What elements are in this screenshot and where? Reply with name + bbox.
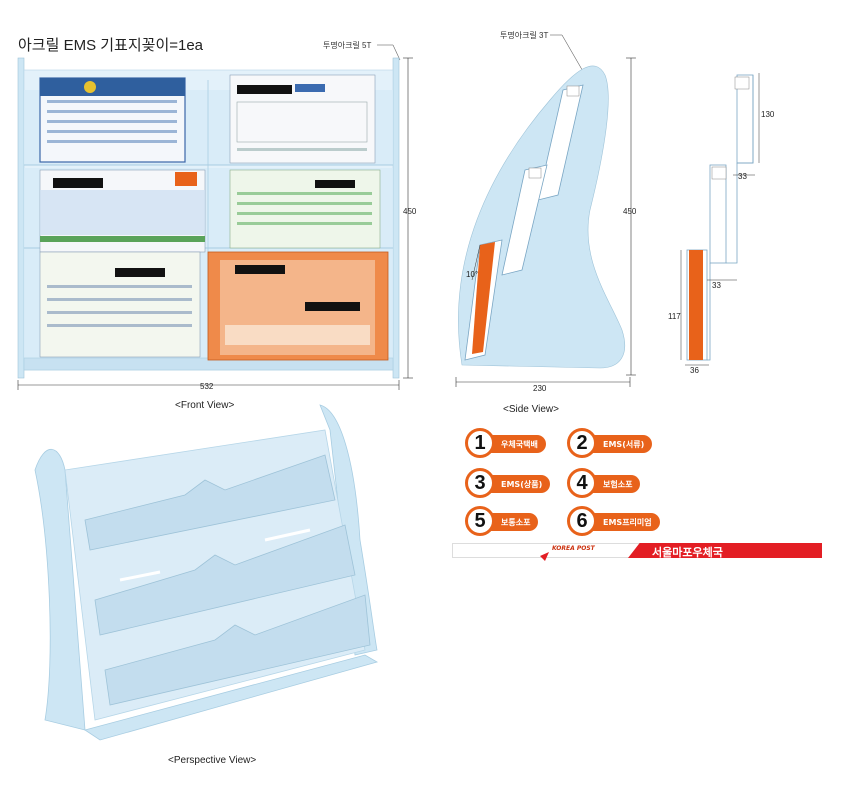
legend-pill: EMS프리미엄 [579, 513, 660, 531]
legend-label: EMS(서류) [603, 439, 645, 449]
form-ems-goods [39, 169, 206, 253]
front-view-drawing [17, 44, 413, 390]
legend-pill: EMS(서류) [579, 435, 653, 453]
front-material-note: 투명아크릴 5T [323, 41, 372, 50]
form-insurance [39, 77, 186, 163]
detail-dim-33-mid: 33 [712, 281, 721, 290]
korea-post-logo-text: KOREA POST [552, 545, 595, 552]
legend-item-2: EMS(서류) 2 [567, 428, 653, 458]
legend-label: 우체국택배 [501, 439, 538, 449]
legend-label: 보통소포 [501, 517, 531, 527]
side-height-dim: 450 [623, 207, 637, 216]
form-ems-document [229, 74, 376, 164]
legend-number: 4 [567, 468, 597, 498]
legend-item-5: 보통소포 5 [465, 506, 539, 536]
legend-label: EMS(상품) [501, 479, 543, 489]
korea-post-logo-icon [540, 546, 549, 561]
detail-view-drawing [680, 73, 760, 366]
legend-number: 1 [465, 428, 495, 458]
perspective-view-label: <Perspective View> [168, 755, 257, 766]
drawing-title: 아크릴 EMS 기표지꽂이=1ea [18, 37, 204, 54]
legend-number: 5 [465, 506, 495, 536]
side-angle-dim: 10° [466, 270, 479, 279]
side-view-label: <Side View> [503, 404, 559, 415]
form-parcel [39, 251, 201, 358]
detail-dim-130: 130 [761, 110, 775, 119]
legend-number: 2 [567, 428, 597, 458]
front-view-label: <Front View> [175, 400, 235, 411]
legend-item-3: EMS(상품) 3 [465, 468, 551, 498]
post-office-name: 서울마포우체국 [652, 546, 723, 559]
banner-red-band [628, 543, 822, 558]
post-office-banner: KOREA POST 서울마포우체국 [452, 543, 822, 561]
detail-dim-117: 117 [668, 312, 681, 321]
side-view-drawing [455, 34, 636, 387]
legend-item-6: EMS프리미엄 6 [567, 506, 660, 536]
legend-number: 3 [465, 468, 495, 498]
perspective-view-drawing [34, 404, 379, 741]
legend-pill: EMS(상품) [477, 475, 551, 493]
side-width-dim: 230 [533, 384, 547, 393]
detail-dim-36: 36 [690, 366, 699, 375]
front-width-dim: 532 [200, 382, 214, 391]
detail-dim-33-top: 33 [738, 172, 747, 181]
form-ems-premium [207, 251, 389, 361]
legend-number: 6 [567, 506, 597, 536]
side-material-note: 투명아크릴 3T [500, 31, 549, 40]
legend-label: 보험소포 [603, 479, 633, 489]
form-ems-green [229, 169, 381, 249]
front-height-dim: 450 [403, 207, 417, 216]
legend-item-4: 보험소포 4 [567, 468, 641, 498]
legend-label: EMS프리미엄 [603, 517, 652, 527]
legend-item-1: 우체국택배 1 [465, 428, 546, 458]
